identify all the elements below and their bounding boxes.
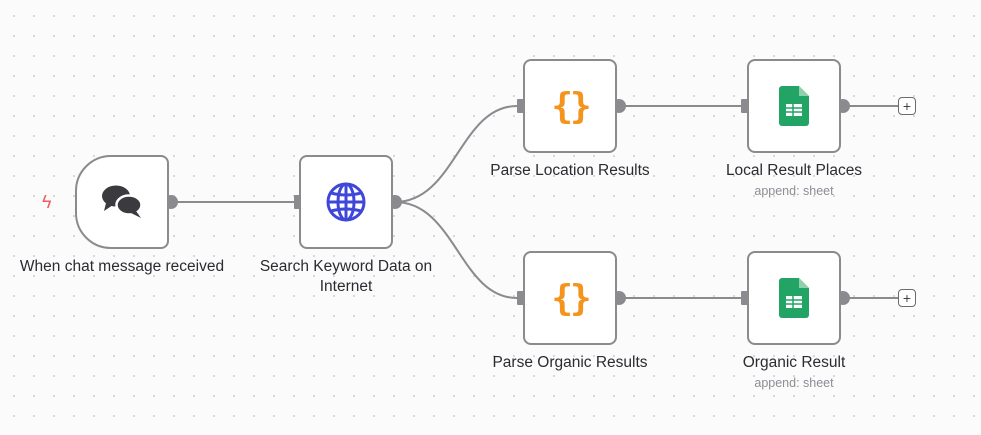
node-parse-location-label: Parse Location Results <box>490 162 650 179</box>
node-parse-organic[interactable]: {} <box>523 251 617 345</box>
input-handle[interactable] <box>741 291 748 305</box>
node-sheet-organic-label: Organic Result <box>742 354 846 371</box>
node-sheet-local[interactable] <box>747 59 841 153</box>
add-node-button[interactable]: + <box>898 97 916 115</box>
node-http-request[interactable] <box>299 155 393 249</box>
google-sheets-icon <box>779 278 809 318</box>
node-parse-organic-label: Parse Organic Results <box>492 354 648 371</box>
node-sheet-organic[interactable] <box>747 251 841 345</box>
node-chat-trigger-label: When chat message received <box>19 258 225 275</box>
trigger-bolt-icon: ϟ <box>42 192 52 212</box>
node-parse-location[interactable]: {} <box>523 59 617 153</box>
connection-http-to-parse-organic[interactable] <box>394 201 518 299</box>
add-node-button[interactable]: + <box>898 289 916 307</box>
plus-icon: + <box>902 98 912 114</box>
plus-icon: + <box>902 290 912 306</box>
chat-bubbles-icon <box>102 185 143 218</box>
node-sheet-local-label: Local Result Places <box>725 162 863 179</box>
google-sheets-icon <box>779 86 809 126</box>
connection-http-to-parse-location[interactable] <box>394 105 518 203</box>
input-handle[interactable] <box>517 99 524 113</box>
curly-braces-icon: {} <box>551 85 591 127</box>
input-handle[interactable] <box>517 291 524 305</box>
globe-icon <box>326 182 366 222</box>
input-handle[interactable] <box>741 99 748 113</box>
node-sheet-local-subtitle: append: sheet <box>754 184 834 198</box>
curly-braces-icon: {} <box>551 277 591 319</box>
node-http-request-label: Search Keyword Data on Internet <box>259 258 433 295</box>
node-chat-trigger[interactable] <box>75 155 169 249</box>
node-sheet-organic-subtitle: append: sheet <box>754 376 834 390</box>
